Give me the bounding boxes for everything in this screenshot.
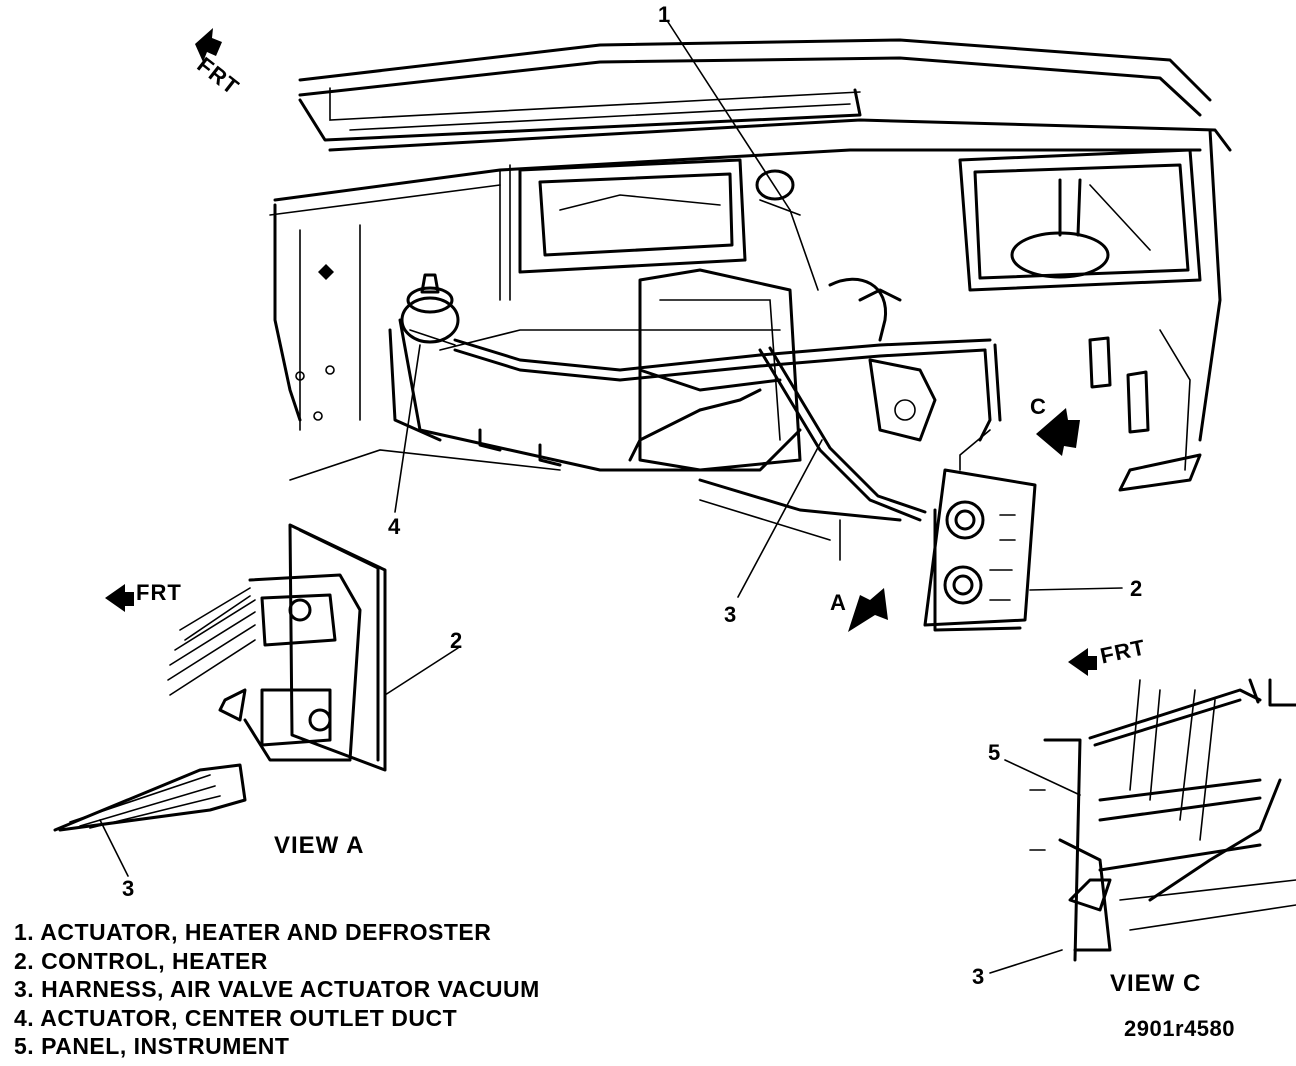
legend-item-5: 5. PANEL, INSTRUMENT bbox=[14, 1033, 290, 1059]
frt-arrow-view-c-icon bbox=[1068, 648, 1097, 676]
legend-item-2: 2. CONTROL, HEATER bbox=[14, 947, 268, 974]
callout-3-view-a: 3 bbox=[122, 876, 135, 901]
view-c-title: VIEW C bbox=[1110, 970, 1202, 997]
dash-assembly-drawing bbox=[269, 38, 1232, 632]
legend-item-3: 3. HARNESS, AIR VALVE ACTUATOR VACUUM bbox=[14, 976, 540, 1002]
callout-2-main: 2 bbox=[1130, 576, 1143, 601]
figure-number: 2901r4580 bbox=[1124, 1016, 1235, 1041]
leader-lines bbox=[394, 21, 1123, 598]
view-c-drawing bbox=[989, 678, 1296, 974]
parts-legend: 1. ACTUATOR, HEATER AND DEFROSTER 2. CON… bbox=[14, 918, 540, 1061]
legend-item-4: 4. ACTUATOR, CENTER OUTLET DUCT bbox=[14, 1004, 458, 1031]
callout-5-view-c: 5 bbox=[988, 740, 1001, 765]
view-a-arrow-letter: A bbox=[830, 590, 846, 615]
callout-1: 1 bbox=[658, 2, 671, 27]
callout-4: 4 bbox=[388, 514, 401, 539]
frt-arrow-main-icon bbox=[195, 28, 222, 62]
view-c-arrow-letter: C bbox=[1030, 394, 1046, 419]
view-a-drawing bbox=[53, 523, 459, 877]
frt-label-view-a: FRT bbox=[136, 580, 182, 605]
frt-arrow-view-a-icon bbox=[105, 584, 134, 612]
callout-3-main: 3 bbox=[724, 602, 737, 627]
view-a-arrow-icon bbox=[848, 588, 888, 632]
callout-3-view-c: 3 bbox=[972, 964, 985, 989]
view-a-title: VIEW A bbox=[274, 832, 365, 859]
callout-2-view-a: 2 bbox=[450, 628, 463, 653]
view-c-arrow-icon bbox=[1036, 408, 1080, 456]
legend-item-1: 1. ACTUATOR, HEATER AND DEFROSTER bbox=[14, 919, 492, 945]
